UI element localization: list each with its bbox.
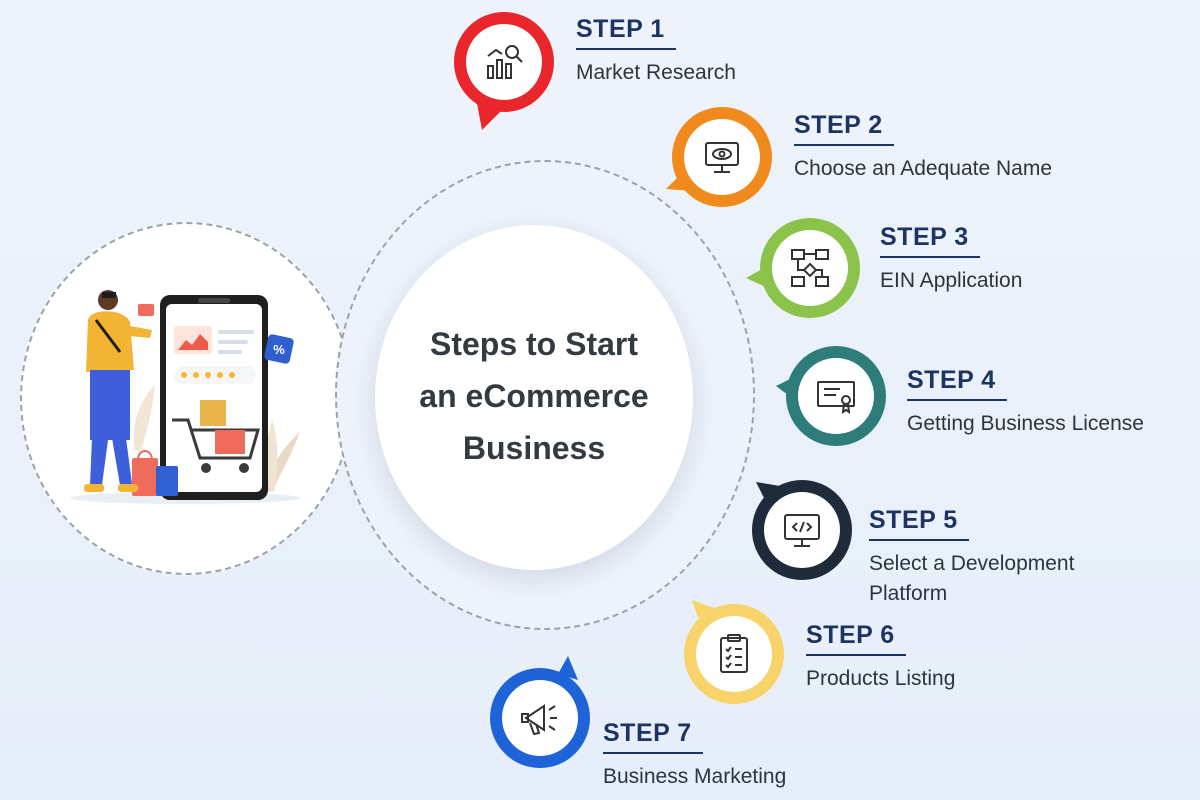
- step-1-desc: Market Research: [576, 61, 736, 84]
- step-4-rule: [907, 399, 1007, 401]
- megaphone-icon: [521, 704, 557, 736]
- step-6-label: STEP 6: [806, 621, 895, 649]
- step-5-label: STEP 5: [869, 506, 958, 534]
- market-research-icon: [487, 45, 523, 79]
- step-5-desc: Select a Development: [869, 552, 1075, 575]
- step-7-desc: Business Marketing: [603, 765, 787, 788]
- step-7: STEP 7 Business Marketing: [603, 718, 786, 792]
- step-6-rule: [806, 654, 906, 656]
- step-3-rule: [880, 256, 980, 258]
- title-line-3: Business: [462, 430, 606, 466]
- step-5-badge: [750, 478, 854, 582]
- step-4: STEP 4 Getting Business License: [907, 365, 1144, 439]
- step-3-label: STEP 3: [880, 223, 969, 251]
- step-2-label: STEP 2: [794, 111, 883, 139]
- step-3: STEP 3 EIN Application: [880, 222, 1022, 296]
- step-5-desc-line-2: Platform: [869, 582, 948, 605]
- step-7-badge: [488, 656, 592, 770]
- clipboard-list-icon: [720, 634, 748, 673]
- step-4-label: STEP 4: [907, 366, 996, 394]
- monitor-eye-icon: [705, 142, 739, 173]
- step-1-rule: [576, 48, 676, 50]
- step-1: STEP 1 Market Research: [576, 14, 736, 88]
- step-2-desc: Choose an Adequate Name: [794, 157, 1053, 180]
- step-4-badge: [776, 344, 888, 448]
- diagram-title: Steps to Start an eCommerce Business: [375, 318, 693, 474]
- step-2-rule: [794, 144, 894, 146]
- title-line-1: Steps to Start: [429, 326, 639, 362]
- flowchart-icon: [791, 249, 829, 287]
- title-line-2: an eCommerce: [419, 378, 649, 414]
- step-5-rule: [869, 539, 969, 541]
- step-7-rule: [603, 752, 703, 754]
- certificate-icon: [817, 381, 855, 415]
- step-5: STEP 5 Select a Development Platform: [869, 505, 1074, 609]
- center-disc: [375, 225, 693, 570]
- step-6: STEP 6 Products Listing: [806, 620, 955, 694]
- step-6-badge: [682, 600, 786, 706]
- step-2: STEP 2 Choose an Adequate Name: [794, 110, 1052, 184]
- step-6-desc: Products Listing: [806, 667, 956, 690]
- code-monitor-icon: [784, 514, 820, 547]
- step-4-desc: Getting Business License: [907, 412, 1144, 435]
- step-3-badge: [746, 216, 862, 320]
- step-2-badge: [666, 105, 774, 209]
- shopper-phone-illustration: %: [70, 290, 300, 504]
- step-1-label: STEP 1: [576, 15, 665, 43]
- svg-text:%: %: [273, 342, 285, 357]
- step-3-desc: EIN Application: [880, 269, 1023, 292]
- step-1-badge: [452, 10, 556, 130]
- step-7-label: STEP 7: [603, 719, 692, 747]
